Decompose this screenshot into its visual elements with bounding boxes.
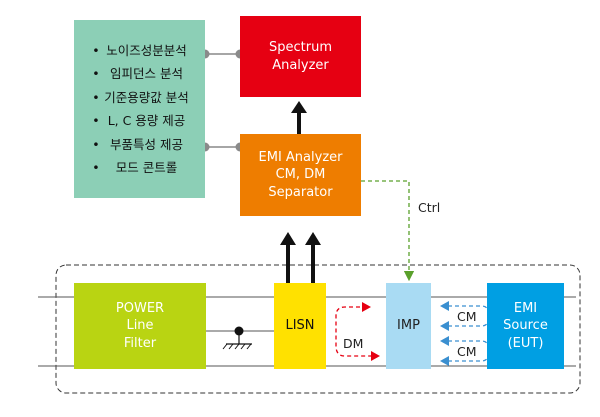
power-filter-label-3: Filter [123, 335, 157, 351]
spectrum-analyzer-box: Spectrum Analyzer [240, 16, 361, 97]
emi-source-label-1: EMI [513, 300, 538, 316]
feature-item: 임피던스 분석 [90, 62, 188, 86]
power-filter-label-1: POWER [115, 300, 165, 316]
dm-loop-arrow [335, 302, 380, 361]
emi-analyzer-label-1: EMI Analyzer [258, 149, 343, 165]
cm-loop-arrow-top [440, 301, 489, 331]
feature-list: 노이즈성분분석 임피던스 분석 기준용량값 분석 L, C 용량 제공 부품특성… [90, 39, 188, 180]
ctrl-line [361, 180, 415, 282]
power-line-filter-box: POWER Line Filter [74, 283, 206, 369]
spectrum-analyzer-label-2: Analyzer [272, 57, 329, 73]
feature-list-box: 노이즈성분분석 임피던스 분석 기준용량값 분석 L, C 용량 제공 부품특성… [74, 20, 205, 198]
spectrum-analyzer-label-1: Spectrum [269, 39, 332, 55]
emi-analyzer-label-3: Separator [268, 184, 333, 200]
emi-source-label-2: Source [503, 318, 548, 334]
ground-icon [222, 326, 252, 350]
cm-loop-arrow-bottom [440, 336, 489, 366]
analyzer-to-spectrum-arrow [291, 101, 307, 134]
lisn-box: LISN [274, 283, 326, 369]
power-filter-label-2: Line [126, 318, 154, 334]
cm-label-bottom: CM [457, 344, 477, 359]
dm-label: DM [343, 336, 364, 351]
feature-item: 노이즈성분분석 [90, 39, 188, 63]
emi-source-label-3: (EUT) [507, 335, 544, 351]
feature-to-analyzer-connector [200, 142, 245, 152]
emi-analyzer-box: EMI Analyzer CM, DM Separator [240, 134, 361, 216]
feature-item: 기준용량값 분석 [90, 86, 188, 110]
feature-item: 부품특성 제공 [90, 133, 188, 157]
ctrl-label: Ctrl [418, 200, 441, 215]
lisn-to-analyzer-arrow-right [305, 232, 321, 283]
emi-analyzer-label-2: CM, DM [275, 167, 326, 183]
feature-to-spectrum-connector [200, 49, 245, 59]
imp-box: IMP [386, 283, 431, 369]
feature-item: L, C 용량 제공 [90, 109, 188, 133]
system-boundary [55, 264, 581, 394]
lisn-label: LISN [285, 318, 315, 334]
feature-item: 모드 콘트롤 [90, 156, 188, 180]
imp-label: IMP [397, 318, 420, 334]
cm-label-top: CM [457, 309, 477, 324]
lisn-to-analyzer-arrow-left [280, 232, 296, 283]
emi-source-box: EMI Source (EUT) [487, 283, 564, 369]
